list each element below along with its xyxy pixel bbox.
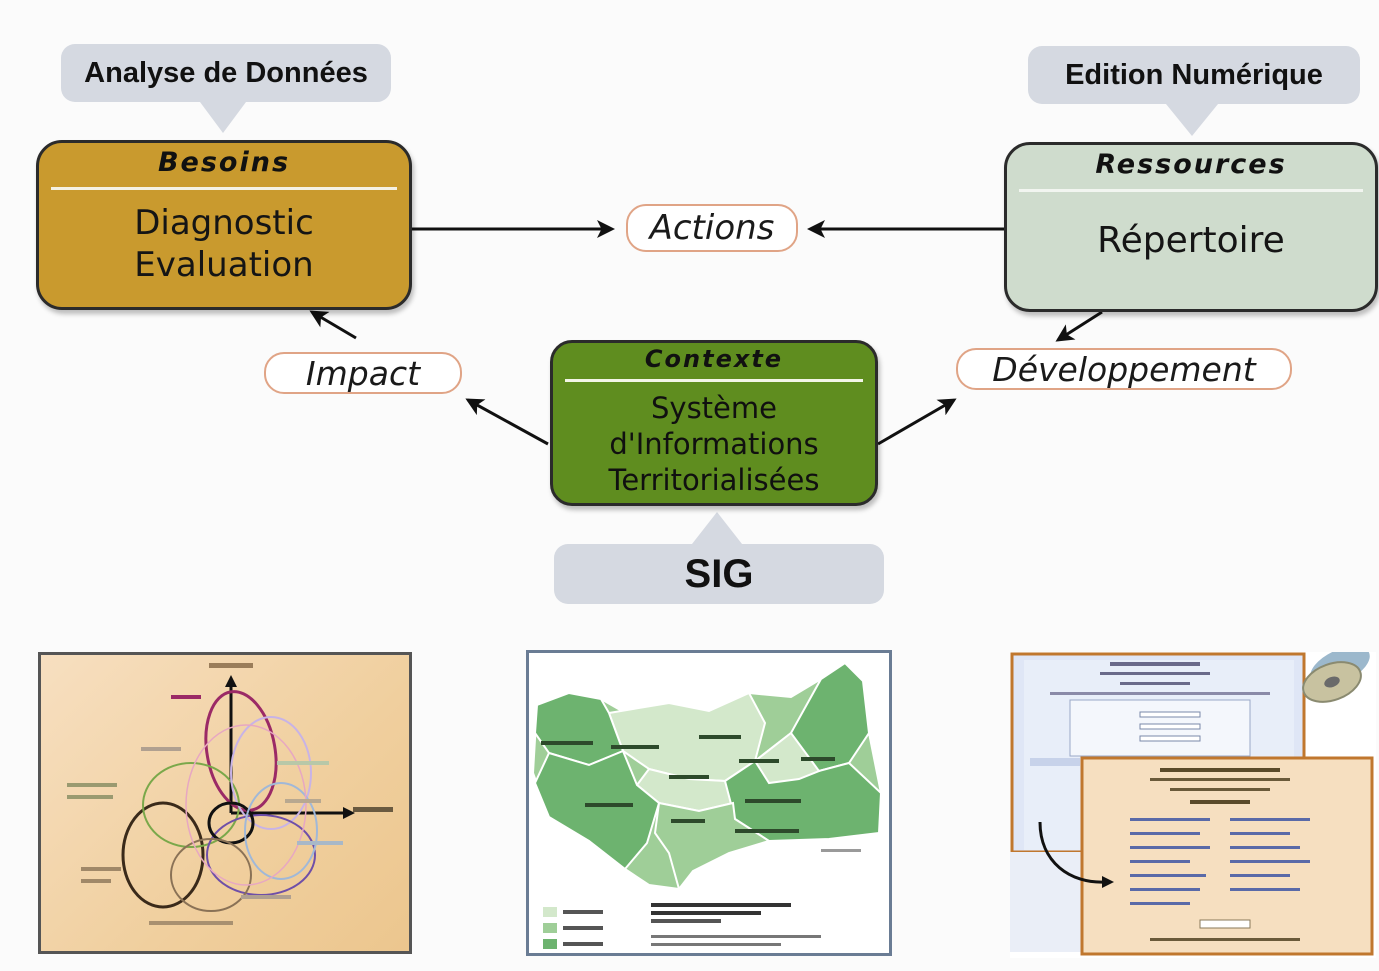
edition-numerique-label: Edition Numérique xyxy=(1028,46,1360,104)
ressources-title: Ressources xyxy=(1095,149,1287,180)
contexte-line1: Système xyxy=(651,391,777,425)
ressources-line1: Répertoire xyxy=(1097,220,1285,261)
impact-to-besoins-arrow xyxy=(309,310,357,340)
sig-label: SIG xyxy=(554,544,884,604)
choropleth-map-graphic xyxy=(531,661,883,949)
contexte-to-developpement-arrow xyxy=(877,398,957,446)
besoins-title: Besoins xyxy=(157,147,291,178)
besoins-line2: Evaluation xyxy=(134,245,314,285)
contexte-title: Contexte xyxy=(644,345,784,373)
sig-pointer-arrow xyxy=(692,512,742,544)
ressources-divider xyxy=(1019,189,1363,192)
analyse-de-donnees-label: Analyse de Données xyxy=(61,44,391,102)
besoins-divider xyxy=(51,187,397,190)
cd-disc-icon xyxy=(1302,652,1370,703)
edition-numerique-text: Edition Numérique xyxy=(1065,58,1323,91)
factor-analysis-thumbnail xyxy=(38,652,412,954)
impact-pill: Impact xyxy=(264,352,462,394)
impact-text: Impact xyxy=(305,353,421,393)
edition-pointer-arrow xyxy=(1166,104,1218,136)
ressources-card: Ressources Répertoire xyxy=(1004,142,1378,312)
sig-text: SIG xyxy=(684,551,754,596)
contexte-line3: Territorialisées xyxy=(608,463,820,497)
besoins-line1: Diagnostic xyxy=(134,203,314,243)
contexte-card: Contexte Système d'Informations Territor… xyxy=(550,340,878,506)
developpement-pill: Développement xyxy=(956,348,1292,390)
territorial-map-thumbnail xyxy=(526,650,892,956)
besoins-card: Besoins Diagnostic Evaluation xyxy=(36,140,412,310)
actions-pill: Actions xyxy=(626,204,798,252)
ressources-to-developpement-arrow xyxy=(1055,310,1103,342)
analyse-de-donnees-text: Analyse de Données xyxy=(84,56,368,89)
edition-screens-graphic xyxy=(1010,652,1374,956)
analyse-pointer-arrow xyxy=(200,102,246,133)
actions-text: Actions xyxy=(649,208,775,248)
contexte-divider xyxy=(565,379,863,382)
digital-edition-thumbnail xyxy=(1010,652,1376,958)
contexte-to-impact-arrow xyxy=(465,398,549,446)
contexte-line2: d'Informations xyxy=(609,427,819,461)
developpement-text: Développement xyxy=(992,349,1256,389)
factor-plot-graphic xyxy=(67,663,393,925)
